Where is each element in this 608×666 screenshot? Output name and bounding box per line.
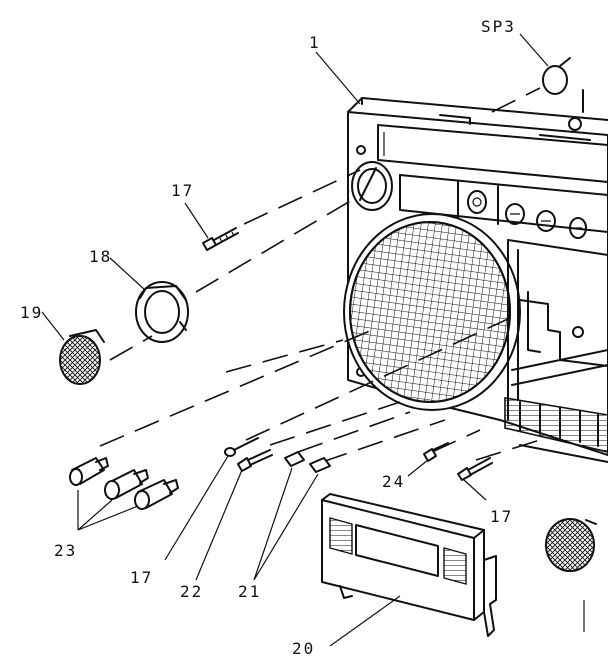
- screw-17-right: [457, 457, 493, 501]
- label-part-23: 23: [54, 541, 77, 560]
- screw-24: [407, 442, 449, 477]
- clips-21: [253, 451, 331, 581]
- label-part-17-middle: 17: [130, 568, 153, 587]
- label-part-24: 24: [382, 472, 405, 491]
- label-part-17-right: 17: [490, 507, 513, 526]
- screw-17-middle: [164, 437, 259, 561]
- tweeter-dome-19: [41, 311, 105, 385]
- label-part-21: 21: [238, 582, 261, 601]
- label-part-18: 18: [89, 247, 112, 266]
- cassette-door-20: [321, 493, 497, 647]
- label-part-20: 20: [292, 639, 315, 658]
- knobs-23: [69, 457, 179, 531]
- bezel-ring-18: [109, 257, 189, 343]
- screw-17-top: [184, 202, 239, 251]
- label-sp3: SP3: [481, 17, 516, 36]
- label-part-17-top: 17: [171, 181, 194, 200]
- screw-22: [195, 449, 273, 581]
- label-part-22: 22: [180, 582, 203, 601]
- label-part-1: 1: [309, 33, 321, 52]
- cabinet-front-panel: [343, 89, 608, 463]
- label-part-19: 19: [20, 303, 43, 322]
- right-speaker-dome-partial: [545, 518, 597, 632]
- speaker-sp3-part: [491, 33, 571, 113]
